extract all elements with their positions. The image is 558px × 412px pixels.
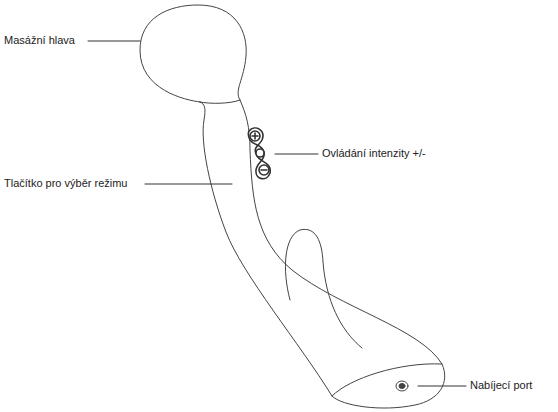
part-label: Nabíjecí port — [470, 379, 532, 392]
charging-port — [396, 381, 408, 391]
part-label: Ovládání intenzity +/- — [322, 147, 426, 160]
neck-line — [200, 100, 240, 103]
control-buttons — [248, 128, 270, 179]
leader-lines — [88, 41, 466, 386]
massager-body — [140, 5, 445, 408]
end-face — [332, 364, 442, 396]
grip-ridge — [285, 229, 362, 348]
part-label: Tlačítko pro výběr režimu — [4, 177, 127, 190]
part-label: Masážní hlava — [4, 34, 75, 47]
